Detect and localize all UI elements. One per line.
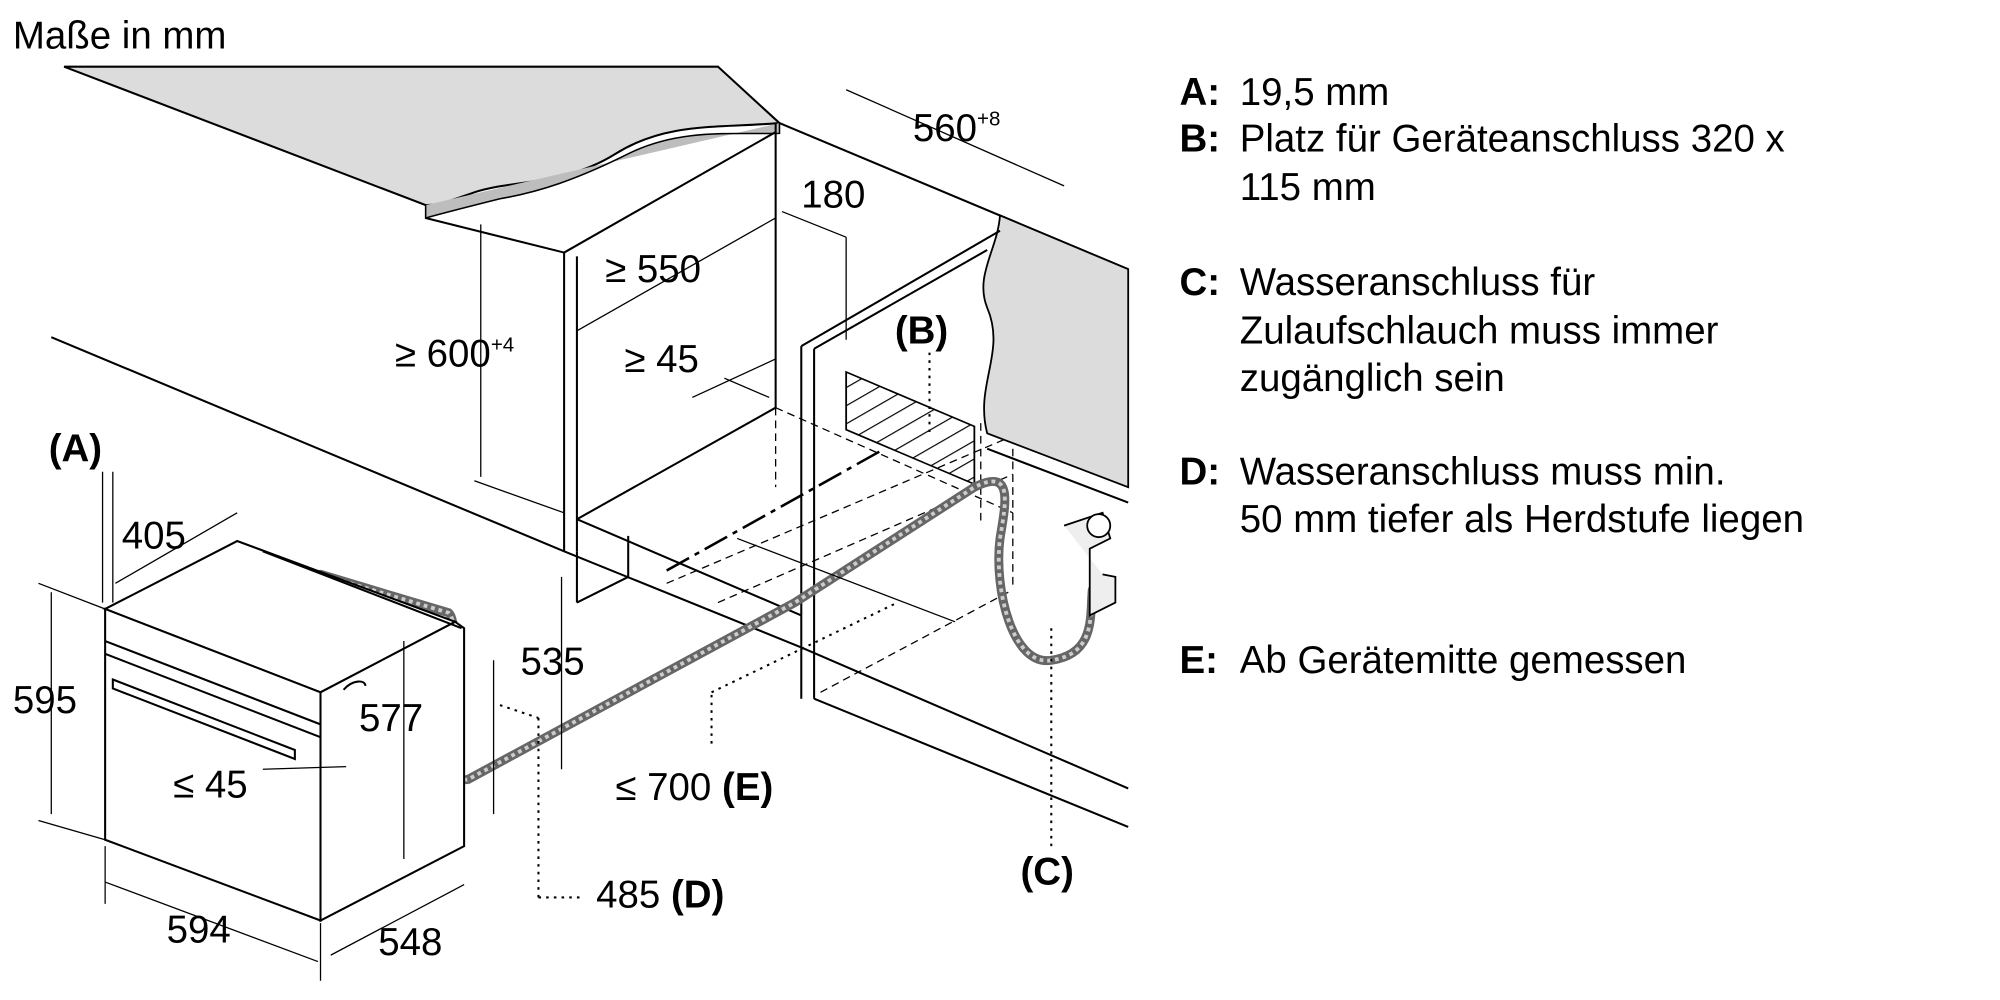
legend-text-c-1: Wasseranschluss für [1240, 261, 1596, 304]
legend-text-a: 19,5 mm [1240, 71, 1390, 114]
dim-inner-height: 577 [359, 697, 423, 740]
legend-key-c: C: [1179, 261, 1220, 304]
dim-e: ≤ 700 (E) [615, 766, 773, 809]
label-a: (A) [49, 428, 102, 471]
dim-connection-height: 535 [521, 640, 585, 683]
dim-back-gap: ≥ 45 [624, 338, 699, 381]
dim-handle: ≤ 45 [173, 763, 248, 806]
label-b: (B) [895, 310, 948, 353]
legend-key-a: A: [1179, 71, 1220, 114]
dim-countertop-depth: 560+8 [913, 107, 1001, 150]
dim-oven-width: 594 [167, 908, 231, 951]
dim-oven-depth: 548 [378, 921, 442, 964]
legend-key-d: D: [1179, 451, 1220, 494]
dim-d: 485 (D) [596, 874, 724, 917]
legend-text-e: Ab Gerätemitte gemessen [1240, 639, 1687, 682]
dim-niche-depth: ≥ 550 [605, 248, 701, 291]
dim-oven-height: 595 [13, 679, 77, 722]
dim-niche-height: ≥ 600+4 [395, 333, 514, 376]
units-title: Maße in mm [13, 15, 227, 58]
countertop [63, 65, 782, 219]
legend-text-b-2: 115 mm [1240, 166, 1376, 209]
legend-key-b: B: [1179, 117, 1220, 160]
dimension-lines [38, 89, 1065, 981]
legend: A: 19,5 mm B: Platz für Geräteanschluss … [1179, 71, 1804, 682]
connection-area-b [845, 370, 976, 486]
dim-oven-depth-top: 405 [122, 515, 186, 558]
legend-key-e: E: [1179, 639, 1217, 682]
dim-side-offset: 180 [801, 174, 865, 217]
legend-text-d-2: 50 mm tiefer als Herdstufe liegen [1240, 498, 1804, 541]
legend-text-c-3: zugänglich sein [1240, 357, 1505, 400]
legend-text-d-1: Wasseranschluss muss min. [1240, 451, 1726, 494]
oven [102, 539, 466, 923]
side-cabinet [800, 214, 1130, 828]
legend-text-b-1: Platz für Geräteanschluss 320 x [1240, 117, 1785, 160]
label-c: (C) [1021, 851, 1074, 894]
legend-text-c-2: Zulaufschlauch muss immer [1240, 310, 1719, 353]
